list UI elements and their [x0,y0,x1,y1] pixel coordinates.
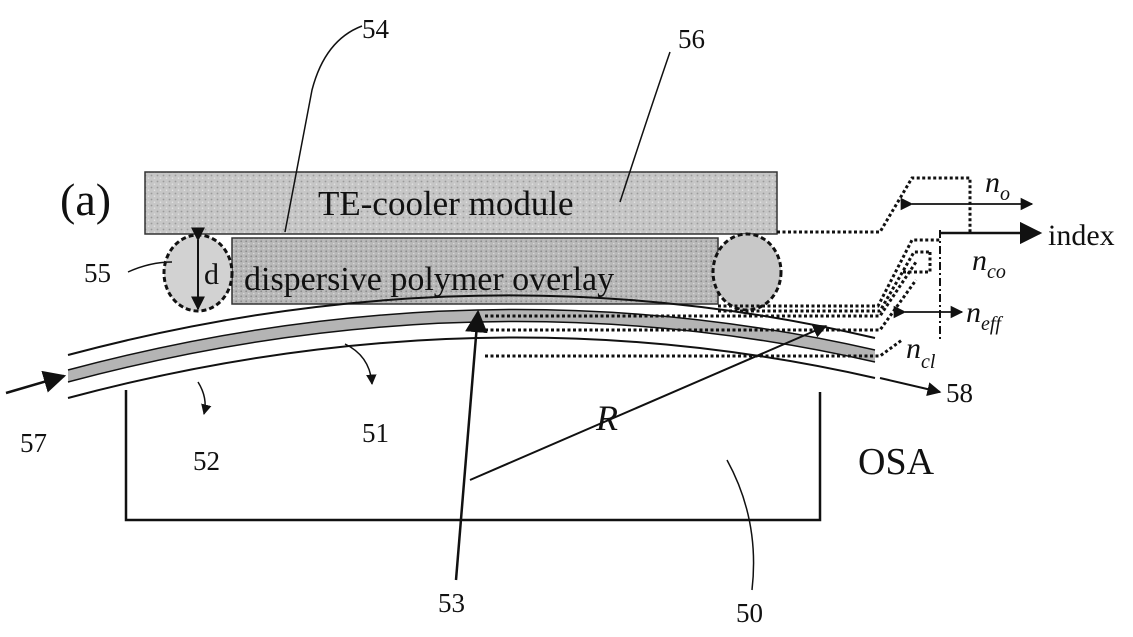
ref-54: 54 [362,14,390,44]
polymer-overlay [231,237,719,305]
module-label: TE-cooler module [318,184,574,223]
radius-label: R [595,398,618,438]
ref-56: 56 [678,24,705,54]
radius-arrow [469,324,828,481]
ref-58: 58 [946,378,973,408]
leader-54 [284,25,363,233]
ref-52: 52 [193,446,220,476]
leader-52 [197,381,212,416]
ref-51: 51 [362,418,389,448]
leader-51 [344,343,377,386]
n-cl-symbol: ncl [906,332,936,373]
te-cooler-module [144,171,778,235]
spacer-right [711,232,783,312]
leader-53 [454,309,488,581]
ref-55: 55 [84,258,111,288]
index-label: index [1048,219,1115,252]
gap-label: d [204,258,219,291]
input-arrow [5,370,67,395]
index-profile [485,176,972,358]
output-arrow [879,377,942,396]
ref-57: 57 [20,428,47,458]
ref-53: 53 [438,588,465,618]
osa-label: OSA [858,441,935,483]
ref-50: 50 [736,598,763,628]
leader-56 [619,51,671,203]
leader-50 [726,459,755,591]
n-co-symbol: nco [972,244,1006,283]
panel-label: (a) [60,174,111,225]
n-eff-symbol: neff [966,296,1003,335]
osa-block [124,390,822,522]
leader-55 [127,261,173,273]
fiber-core [68,309,875,382]
n-o-symbol: no [985,166,1010,205]
overlay-label: dispersive polymer overlay [244,261,614,298]
